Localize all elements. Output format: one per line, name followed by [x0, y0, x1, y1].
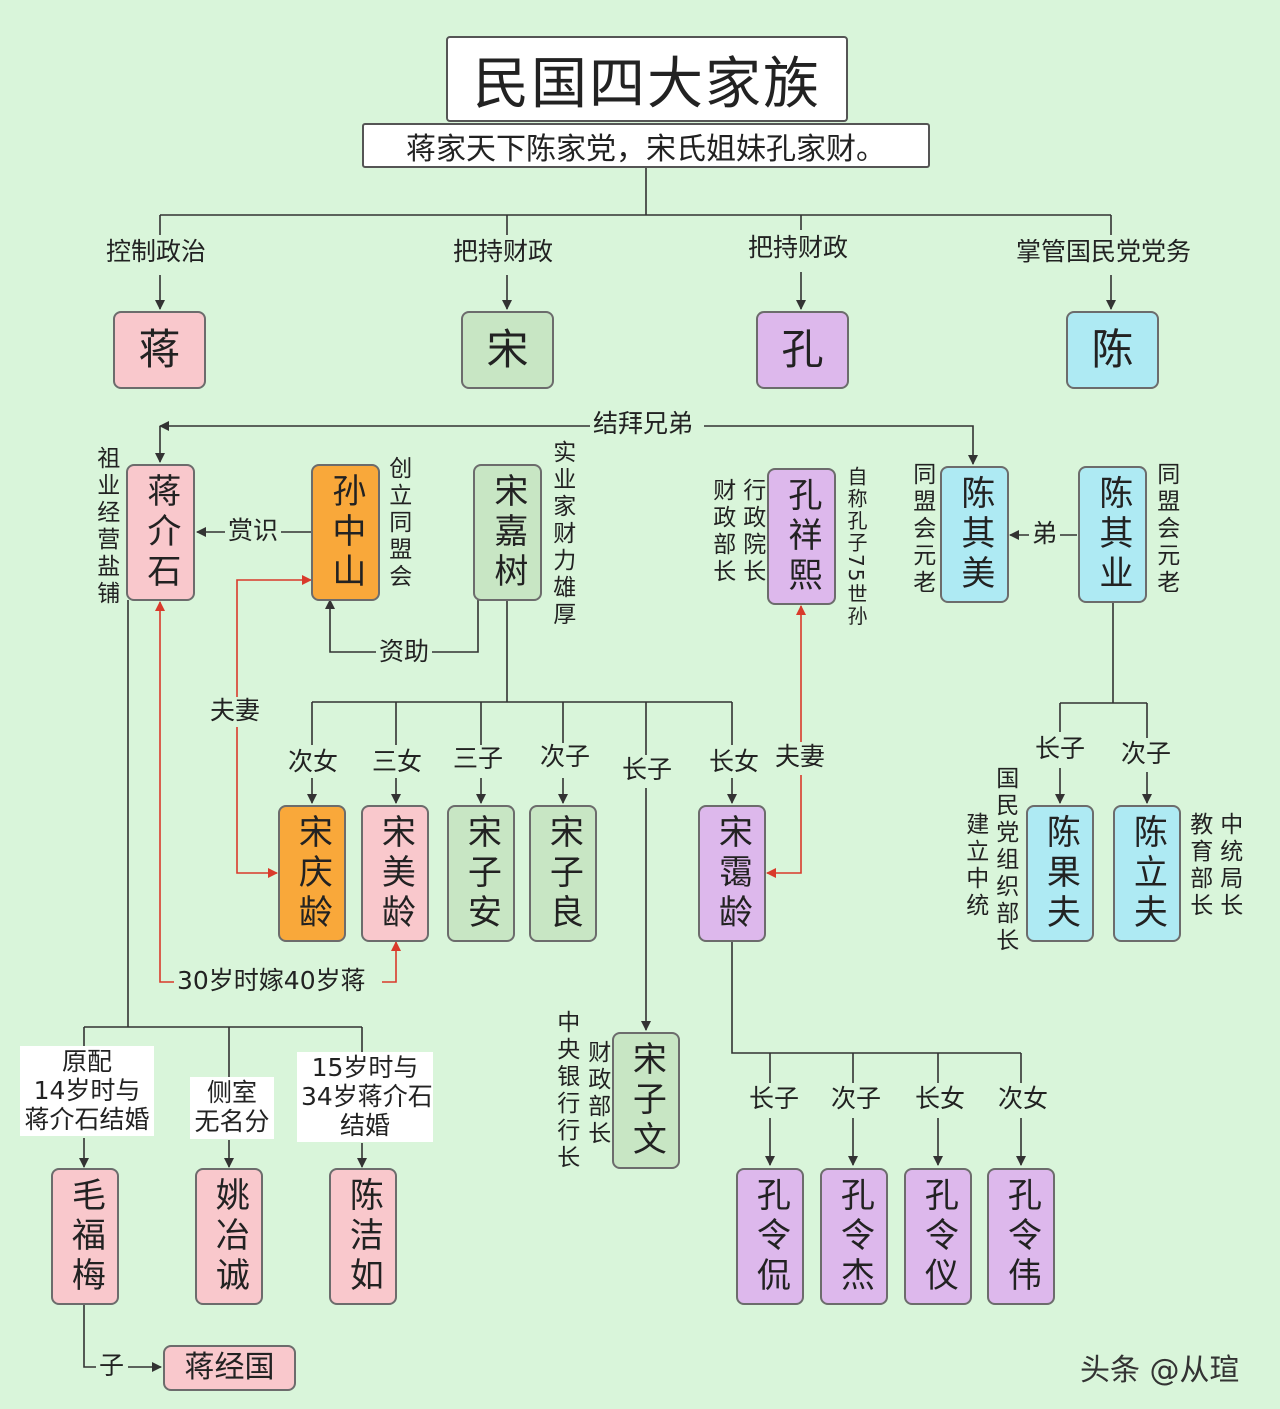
role-label-jiang: 控制政治	[103, 237, 210, 267]
marriage-kong-ailing	[767, 606, 801, 873]
song-role-label: 次子	[537, 742, 594, 772]
song-role-label: 长女	[706, 747, 763, 777]
link-kong-children	[731, 940, 1022, 1083]
wife-chen-note-line: 15岁时与	[311, 1053, 419, 1082]
watermark-text: 头条 @从瑄	[1080, 1353, 1240, 1388]
role-label-kong: 把持财政	[745, 233, 852, 263]
song-role-label: 次女	[285, 747, 342, 777]
kong-role-label: 次女	[995, 1084, 1052, 1114]
appreciated-label: 赏识	[225, 516, 282, 546]
person-kong-lingwei: 孔令伟	[987, 1168, 1055, 1305]
note-song-ziwen-col2: 中央银行行长	[552, 1010, 579, 1172]
note-song-ziwen-col1: 财政部长	[583, 1040, 610, 1148]
note-kong-col2: 财政部长	[708, 478, 735, 586]
song-role-label: 三女	[369, 747, 426, 777]
person-song-ziliang: 宋子良	[529, 805, 597, 942]
link-jiang-wives	[83, 600, 363, 1078]
person-kong-lingjie: 孔令杰	[820, 1168, 888, 1305]
kong-role-label: 长女	[912, 1084, 969, 1114]
song-role-label: 三子	[450, 744, 507, 774]
family-chen-box: 陈	[1066, 311, 1159, 389]
note-chen-guofu-col2: 建立中统	[961, 812, 988, 920]
person-song-ziwen: 宋子文	[612, 1032, 680, 1169]
role-label-song: 把持财政	[450, 237, 557, 267]
page-title: 民国四大家族	[446, 36, 848, 122]
person-kong-lingyi: 孔令仪	[904, 1168, 972, 1305]
family-jiang-box: 蒋	[113, 311, 206, 389]
person-song-zian: 宋子安	[447, 805, 515, 942]
wife-chen-note-line: 34岁蒋介石	[301, 1081, 433, 1111]
wife-mao-note-line: 原配	[61, 1047, 112, 1076]
note-chen-guofu-col1: 国民党组织部长	[991, 766, 1018, 955]
person-song-qingling: 宋庆龄	[278, 805, 346, 942]
wife-yao-note: 侧室 无名分	[190, 1077, 274, 1139]
wife-mao-note-line: 14岁时与	[33, 1075, 141, 1105]
note-kong-col1: 行政院长	[738, 478, 765, 586]
marriage-jiang-meiling	[160, 602, 396, 983]
link-chen-children	[1059, 603, 1148, 738]
kong-role-label: 次子	[828, 1084, 885, 1114]
son-label: 子	[96, 1351, 128, 1381]
person-chen-guofu: 陈果夫	[1026, 805, 1094, 942]
wife-mao-note: 原配 14岁时与 蒋介石结婚	[20, 1046, 154, 1137]
link-song-children	[311, 600, 733, 755]
person-chen-lifu: 陈立夫	[1113, 805, 1181, 942]
person-chen-jieru: 陈洁如	[329, 1168, 397, 1305]
younger-brother-label: 弟	[1029, 519, 1061, 549]
person-song-meiling: 宋美龄	[361, 805, 429, 942]
role-label-chen: 掌管国民党党务	[1013, 237, 1195, 267]
family-kong-box: 孔	[756, 311, 849, 389]
link-son	[83, 1305, 161, 1367]
note-chen-qiye: 同盟会元老	[1152, 462, 1179, 597]
sworn-brothers-label: 结拜兄弟	[590, 409, 697, 439]
person-chen-qimei: 陈其美	[940, 466, 1009, 603]
couple-label-left: 夫妻	[207, 696, 264, 726]
chen-role-label: 次子	[1118, 739, 1175, 769]
family-song-box: 宋	[461, 311, 554, 389]
person-sun-zhongshan: 孙中山	[311, 464, 380, 601]
couple-label-right: 夫妻	[772, 742, 829, 772]
person-yao-yecheng: 姚冶诚	[195, 1168, 263, 1305]
person-kong-xiangxi: 孔祥熙	[767, 468, 836, 605]
note-sun: 创立同盟会	[384, 456, 411, 591]
person-jiang-jingguo: 蒋经国	[163, 1345, 296, 1391]
person-song-jiashu: 宋嘉树	[473, 464, 542, 601]
wife-chen-note: 15岁时与 34岁蒋介石 结婚	[297, 1052, 433, 1143]
note-song-jiashu: 实业家财力雄厚	[548, 440, 575, 629]
chen-role-label: 长子	[1032, 734, 1089, 764]
funded-label: 资助	[376, 637, 433, 667]
person-jiang-jieshi: 蒋介石	[126, 464, 195, 601]
note-kong-right: 自称孔子75世孙	[844, 466, 868, 628]
kong-role-label: 长子	[746, 1084, 803, 1114]
wife-yao-note-line: 侧室	[206, 1078, 257, 1107]
person-mao-fumei: 毛福梅	[51, 1168, 119, 1305]
person-chen-qiye: 陈其业	[1078, 466, 1147, 603]
note-chen-lifu-col2: 教育部长	[1185, 812, 1212, 920]
link-title-roles	[159, 168, 1112, 235]
page-subtitle: 蒋家天下陈家党，宋氏姐妹孔家财。	[362, 123, 930, 168]
marriage-note-label: 30岁时嫁40岁蒋	[174, 966, 369, 996]
person-kong-lingkan: 孔令侃	[736, 1168, 804, 1305]
wife-chen-note-line: 结婚	[339, 1110, 390, 1140]
note-jiang: 祖业经营盐铺	[92, 446, 119, 608]
note-chen-lifu-col1: 中统局长	[1215, 812, 1242, 920]
note-chen-qimei: 同盟会元老	[908, 462, 935, 597]
person-song-ailing: 宋霭龄	[698, 805, 766, 942]
wife-yao-note-line: 无名分	[194, 1106, 270, 1136]
wife-mao-note-line: 蒋介石结婚	[24, 1104, 150, 1134]
song-role-label: 长子	[619, 755, 676, 785]
